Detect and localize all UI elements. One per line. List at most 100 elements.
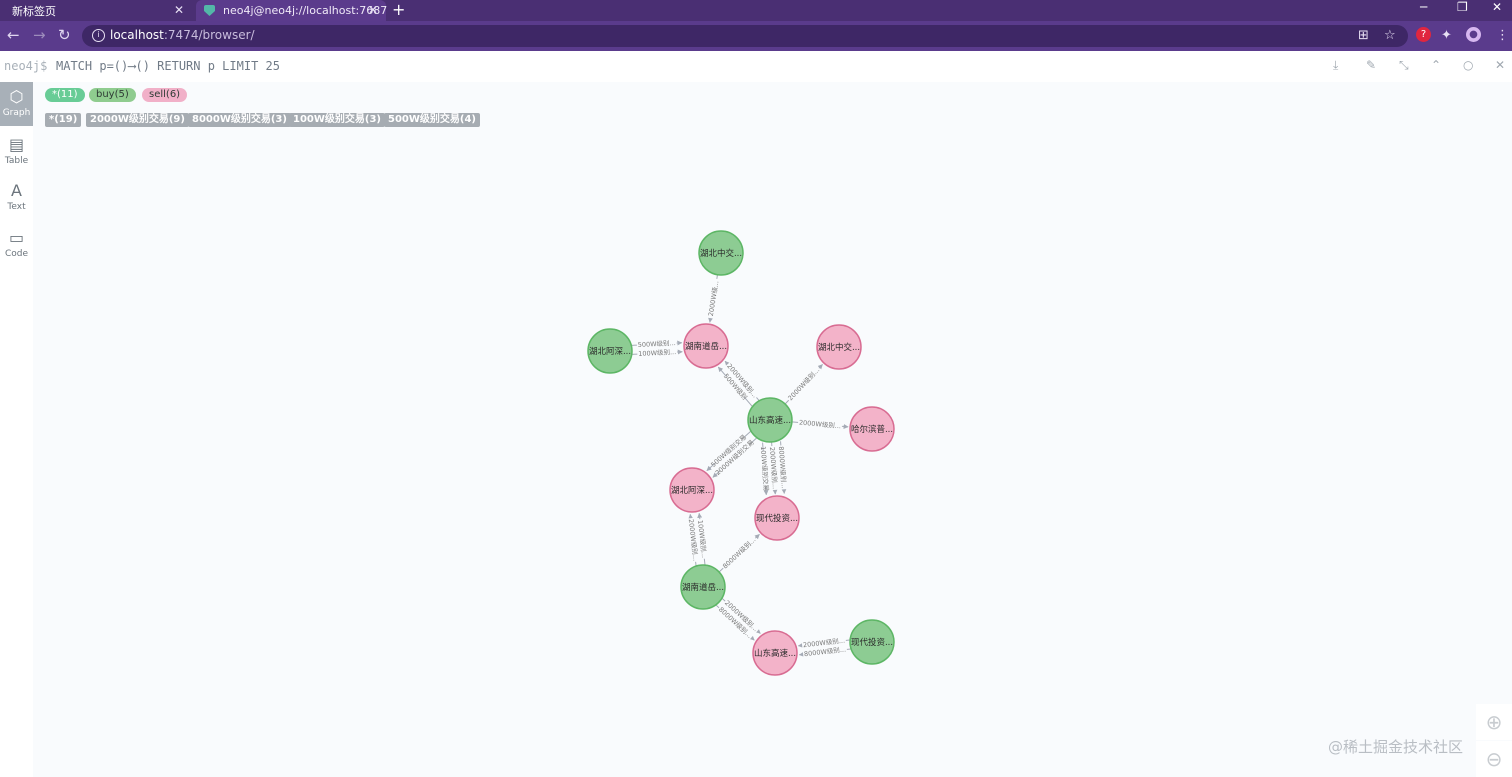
minimize-icon[interactable]: ─ (1420, 0, 1428, 14)
window-close-icon[interactable]: ✕ (1492, 0, 1503, 14)
relationship-label-bg (759, 450, 770, 487)
fullscreen-icon[interactable]: ⤡ (1399, 58, 1409, 72)
reltype-chip-100w[interactable]: 100W级别交易(3) (289, 113, 386, 127)
view-code-button[interactable]: ▭ Code (0, 223, 33, 267)
relationship-label-bg (695, 518, 709, 560)
relationship-label: 2000W级别... (786, 365, 822, 402)
relationship-label-bg (723, 373, 748, 400)
code-icon: ▭ (8, 228, 25, 247)
relationship-label-bg (802, 645, 848, 659)
profile-avatar-icon[interactable]: ● (1466, 27, 1481, 42)
relationship-label-bg (722, 598, 761, 634)
graph-node-label: 现代投资... (851, 637, 893, 648)
view-graph-button[interactable]: ⬡ Graph (0, 82, 33, 126)
site-info-icon[interactable]: i (92, 29, 105, 42)
graph-node-label: 哈尔滨普... (851, 424, 893, 435)
back-icon[interactable]: ← (7, 26, 20, 44)
zoom-out-icon[interactable]: ⊖ (1476, 741, 1512, 777)
close-frame-icon[interactable]: ✕ (1495, 58, 1506, 72)
relationship-label-bg (724, 361, 760, 401)
forward-icon[interactable]: → (33, 26, 46, 44)
query-text[interactable]: MATCH p=()⟶() RETURN p LIMIT 25 (56, 59, 280, 73)
graph-node-label: 湖北中交... (700, 248, 742, 259)
close-tab-icon[interactable]: ✕ (367, 3, 378, 17)
browser-toolbar: ← → ↻ i localhost:7474/browser/ ⊞ ☆ ? ✦ … (0, 21, 1512, 51)
graph-node-buy[interactable] (587, 328, 633, 374)
graph-node-buy[interactable] (747, 397, 793, 443)
url-text: localhost:7474/browser/ (110, 28, 255, 42)
relationship-label-bg (716, 604, 755, 641)
reltype-chip-8000w[interactable]: 8000W级别交易(3) (188, 113, 291, 127)
relationship-label: 2000W级... (706, 280, 721, 317)
relationship-label: 2000W级别... (799, 418, 842, 431)
rerun-icon[interactable]: ○ (1463, 58, 1474, 72)
extensions-puzzle-icon[interactable]: ✦ (1441, 28, 1452, 43)
relationship-label-bg (797, 418, 843, 431)
tab-title: neo4j@neo4j://localhost:7687 (223, 4, 388, 17)
relationship-label-bg (801, 636, 847, 650)
tab-title: 新标签页 (12, 4, 56, 18)
graph-node-label: 湖北中交... (818, 342, 860, 353)
graph-node-sell[interactable] (752, 630, 798, 676)
graph-node-sell[interactable] (669, 467, 715, 513)
relationship-label: 100W级别交易 (759, 446, 771, 491)
graph-node-buy[interactable] (680, 564, 726, 610)
relationship-label-bg (785, 365, 822, 403)
label-chip-all[interactable]: *(11) (45, 88, 85, 102)
relationship-label-bg (717, 441, 753, 474)
browser-tab[interactable]: 新标签页 ✕ (0, 0, 192, 21)
pin-icon[interactable]: ✎ (1366, 58, 1377, 72)
menu-kebab-icon[interactable]: ⋮ (1496, 28, 1509, 43)
label-chip-sell[interactable]: sell(6) (142, 88, 188, 102)
graph-node-label: 湖北阿深... (671, 486, 713, 496)
browser-tab-active[interactable]: neo4j@neo4j://localhost:7687 ✕ (196, 0, 388, 21)
browser-tab-strip: 新标签页 ✕ neo4j@neo4j://localhost:7687 ✕ + … (0, 0, 1512, 21)
graph-node-sell[interactable] (754, 495, 800, 541)
relationship-label-bg (706, 278, 721, 319)
label-chip-buy[interactable]: buy(5) (89, 88, 136, 102)
graph-node-sell[interactable] (816, 324, 862, 370)
relationship-label-bg (637, 348, 678, 359)
reload-icon[interactable]: ↻ (58, 26, 71, 44)
view-table-button[interactable]: ▤ Table (0, 130, 33, 174)
graph-node-label: 山东高速... (754, 648, 796, 659)
relationship-label: 100W级别... (638, 347, 676, 358)
zoom-in-icon[interactable]: ⊕ (1476, 704, 1512, 740)
collapse-icon[interactable]: ⌃ (1431, 58, 1442, 72)
relationship-label: 8000W级别... (720, 535, 757, 570)
query-frame-header: neo4j$ MATCH p=()⟶() RETURN p LIMIT 25 ⤓… (0, 51, 1512, 82)
extension-icon[interactable]: ? (1416, 27, 1431, 42)
graph-node-label: 湖北阿深... (589, 347, 631, 357)
reltype-chip-2000w[interactable]: 2000W级别交易(9) (86, 113, 189, 127)
relationship-label: 2000W级别... (768, 447, 780, 490)
download-icon[interactable]: ⤓ (1333, 58, 1339, 72)
reltype-chip-all[interactable]: *(19) (45, 113, 82, 127)
view-switcher: ⬡ Graph ▤ Table A Text ▭ Code (0, 82, 33, 777)
graph-node-sell[interactable] (683, 323, 729, 369)
restore-icon[interactable]: ❐ (1457, 0, 1468, 14)
view-text-button[interactable]: A Text (0, 176, 33, 220)
table-icon: ▤ (8, 135, 25, 154)
text-icon: A (11, 181, 22, 200)
translate-icon[interactable]: ⊞ (1358, 28, 1369, 43)
new-tab-icon[interactable]: + (392, 0, 406, 19)
reltype-chip-500w[interactable]: 500W级别交易(4) (384, 113, 481, 127)
graph-node-label: 湖南道岳... (685, 341, 727, 352)
close-tab-icon[interactable]: ✕ (173, 3, 184, 17)
relationship-label-bg (712, 436, 745, 466)
relationship-label-bg (767, 445, 779, 491)
relationship-label: 100W级别... (696, 520, 709, 559)
editor-prompt: neo4j$ (4, 59, 48, 73)
graph-node-label: 湖南道岳... (682, 582, 724, 593)
relationship-label-bg (636, 339, 677, 350)
relationship-label: 500W级别... (638, 338, 676, 349)
relationship-label-bg (776, 445, 788, 490)
graph-node-buy[interactable] (849, 619, 895, 665)
address-bar[interactable]: i localhost:7474/browser/ ⊞ ☆ (82, 25, 1408, 47)
graph-node-buy[interactable] (698, 230, 744, 276)
relationship-label-bg (686, 517, 700, 563)
relationship-label: 8000W级别... (777, 446, 789, 489)
bookmark-star-icon[interactable]: ☆ (1384, 28, 1396, 43)
graph-node-label: 现代投资... (756, 513, 798, 524)
graph-node-sell[interactable] (849, 406, 895, 452)
